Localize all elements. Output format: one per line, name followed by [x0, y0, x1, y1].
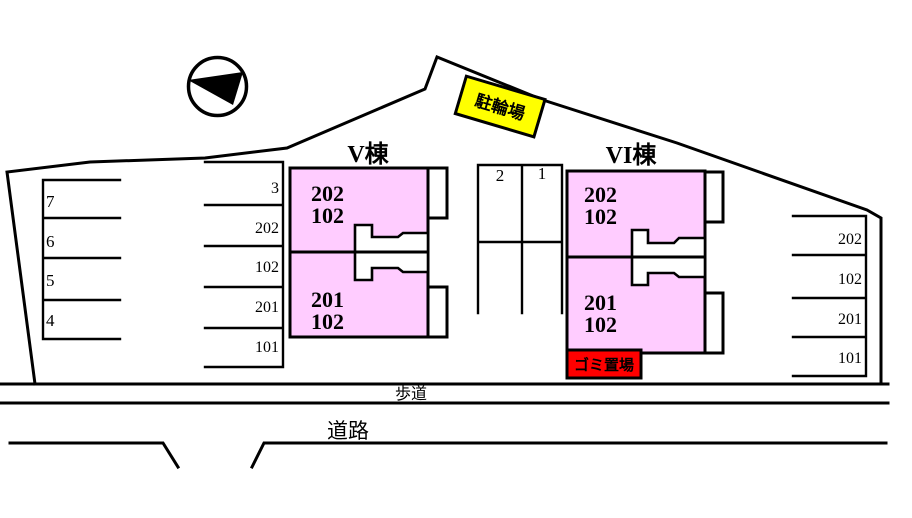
building-vi-lower-unit: 201	[584, 290, 617, 315]
parking-stall-number: 2	[496, 166, 505, 185]
parking-stall-number: 5	[46, 271, 55, 290]
parking-left-column: 7 6 5 4	[41, 178, 122, 341]
building-v-balcony-bottom	[426, 285, 449, 339]
road-curb-right	[249, 441, 888, 470]
parking-stall-number: 201	[255, 299, 279, 316]
bicycle-parking-box	[453, 74, 547, 139]
parking-stall-number: 102	[838, 271, 862, 288]
parking-stall-number: 202	[255, 220, 279, 237]
bicycle-parking-area: 駐輪場	[453, 74, 547, 139]
road-curb-left	[8, 441, 181, 470]
parking-stall-number: 202	[838, 231, 862, 248]
parking-stall-number: 201	[838, 311, 862, 328]
building-v-balcony-top	[426, 166, 449, 220]
parking-center-lines	[476, 163, 564, 315]
road-label: 道路	[327, 419, 369, 443]
building-vi-upper-unit: 202	[584, 182, 617, 207]
building-vi: VI棟 202 102 201 102	[565, 142, 725, 355]
garbage-area: ゴミ置場	[565, 348, 643, 380]
site-boundary-line	[5, 55, 883, 386]
building-v-upper-unit: 202	[311, 181, 344, 206]
building-v: V棟 202 102 201 102	[288, 141, 449, 339]
parking-left-lines	[41, 178, 122, 341]
building-vi-name: VI棟	[606, 142, 658, 169]
road: 道路	[8, 419, 888, 470]
sidewalk: 歩道	[0, 382, 890, 405]
building-vi-balcony-top	[703, 170, 725, 224]
parking-stall-number: 102	[255, 259, 279, 276]
parking-stall-number: 3	[271, 180, 279, 197]
building-v-lower-unit: 102	[311, 309, 344, 334]
parking-stall-number: 7	[46, 192, 55, 211]
parking-stall-number: 4	[46, 311, 55, 330]
building-vi-balcony-bottom	[703, 291, 725, 355]
parking-right-column: 202 102 201 101	[791, 214, 868, 378]
building-v-lower-unit: 201	[311, 287, 344, 312]
parking-center-spots: 2 1	[476, 163, 564, 315]
north-arrow-icon	[186, 55, 249, 118]
parking-middle-lines	[203, 160, 285, 369]
building-vi-upper-unit: 102	[584, 204, 617, 229]
building-vi-lower-unit: 102	[584, 312, 617, 337]
parking-stall-number: 1	[538, 164, 547, 183]
garbage-area-label: ゴミ置場	[574, 356, 634, 374]
building-v-upper-unit: 102	[311, 203, 344, 228]
parking-middle-column: 3 202 102 201 101	[203, 160, 285, 369]
parking-stall-number: 6	[46, 232, 55, 251]
parking-right-lines	[791, 214, 868, 378]
sidewalk-label: 歩道	[395, 385, 427, 403]
garbage-area-box	[565, 348, 643, 380]
parking-stall-number: 101	[838, 350, 862, 367]
building-v-name: V棟	[347, 141, 389, 168]
parking-stall-number: 101	[255, 339, 279, 356]
